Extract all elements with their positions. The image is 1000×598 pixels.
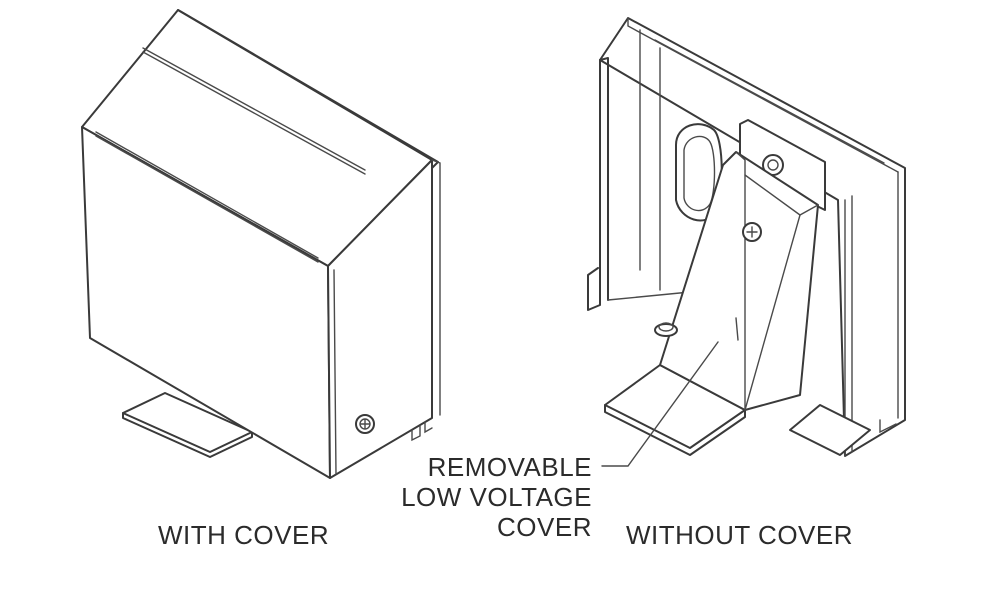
- enclosure-without-cover: [587, 17, 906, 467]
- label-without-cover: WITHOUT COVER: [626, 520, 854, 550]
- callout-label-low-voltage: LOW VOLTAGE: [401, 482, 592, 512]
- base-screw-icon: [654, 322, 678, 337]
- enclosure-with-cover: [81, 9, 441, 479]
- cover-screw-icon-2: [742, 222, 762, 242]
- cover-screw-icon: [355, 414, 375, 434]
- mounting-plate: [122, 392, 253, 458]
- cover-body: [81, 9, 441, 479]
- callout-label-cover: COVER: [497, 512, 592, 542]
- label-with-cover: WITH COVER: [158, 520, 330, 550]
- back-frame: [587, 17, 906, 457]
- callout-leader-line: [601, 341, 719, 467]
- low-voltage-cover: [659, 151, 819, 411]
- callout-label-removable: REMOVABLE: [427, 452, 592, 482]
